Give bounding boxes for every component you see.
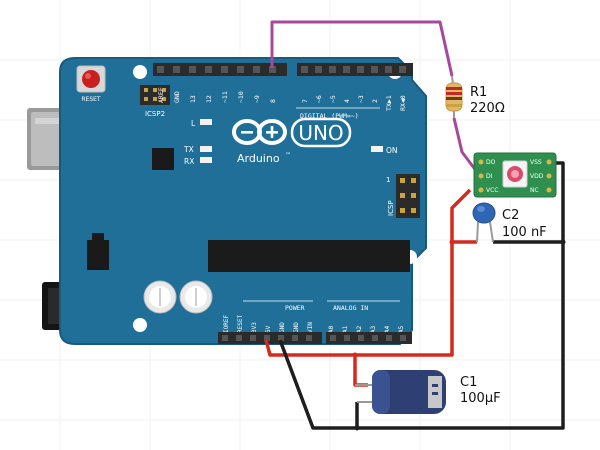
icsp-header: [396, 174, 420, 218]
pin-label-a2: A2: [356, 325, 363, 333]
power-label: POWER: [285, 304, 305, 312]
pin-label-gnd-top: GND: [173, 91, 181, 103]
arduino-board: [59, 57, 427, 345]
led-pin-nc: NC: [530, 187, 539, 194]
onboard-capacitor-1: [143, 280, 177, 314]
on-led: [371, 146, 383, 152]
pin-label-8: 8: [269, 99, 277, 103]
analog-label: ANALOG IN: [333, 304, 368, 312]
status-leds: [200, 119, 212, 163]
r1-value: 220Ω: [470, 101, 505, 116]
led-pin-vcc: VCC: [486, 187, 498, 194]
pin-label-reset: RESET: [237, 315, 244, 333]
pin-label-13: 13: [189, 95, 197, 103]
on-label: ON: [386, 146, 398, 155]
voltage-regulator: [87, 233, 109, 270]
usb-chip: [152, 148, 174, 170]
bottom-pin-labels: IOREF RESET 3V3 5V GND GND VIN A0 A1 A2 …: [223, 315, 405, 333]
pin-label-5: ~5: [329, 95, 337, 103]
pin-label-a3: A3: [370, 325, 377, 333]
pin-label-a1: A1: [342, 325, 349, 333]
arduino-logo-icon: [232, 119, 287, 145]
capacitor-c2: [472, 202, 496, 243]
pin-label-a4: A4: [384, 325, 391, 333]
c1-value: 100μF: [460, 391, 501, 406]
reset-label: RESET: [81, 96, 101, 103]
pin-label-9: ~9: [253, 95, 261, 103]
led-pin-di: DI: [486, 173, 493, 180]
pin-label-gnd-2: GND: [293, 322, 300, 333]
pin-label-vin: VIN: [307, 322, 314, 333]
pin-label-a0: A0: [328, 325, 335, 333]
trademark-label: ™: [285, 152, 291, 159]
pin-label-gnd-1: GND: [279, 322, 286, 333]
c2-name: C2: [502, 208, 519, 223]
brand-label: Arduino: [237, 152, 280, 165]
icsp2-label: ICSP2: [145, 110, 165, 118]
digital-header-right: [297, 63, 413, 76]
pin-label-11: ~11: [221, 91, 229, 103]
icsp-one-label: 1: [386, 176, 390, 184]
top-pin-labels: AREF GND 13 12 ~11 ~10 ~9 8 7 ~6 ~5 4 ~3…: [157, 87, 407, 111]
onboard-capacitor-2: [179, 280, 213, 314]
pin-label-3: ~3: [357, 95, 365, 103]
uno-badge: [290, 117, 352, 148]
resistor-r1: [445, 75, 463, 118]
pin-label-tx1: TX▶1: [385, 95, 393, 111]
tx-label: TX: [183, 145, 194, 154]
uno-label: UNO: [298, 121, 343, 145]
pin-label-rx0: RX◀0: [399, 95, 407, 111]
led-pin-do: DO: [486, 159, 496, 166]
r1-name: R1: [470, 85, 487, 100]
wire-junctions: [352, 239, 566, 431]
c1-name: C1: [460, 375, 477, 390]
analog-header: [326, 332, 412, 344]
pin-label-7: 7: [301, 99, 309, 103]
pin-label-3v3: 3V3: [251, 322, 258, 333]
pin-label-12: 12: [205, 95, 213, 103]
ground-wire: [278, 161, 565, 430]
reset-button: [76, 65, 106, 93]
pin-label-ioref: IOREF: [223, 315, 230, 333]
pin-label-4: 4: [343, 99, 351, 103]
icsp-label: ICSP: [387, 200, 395, 216]
pin-label-5v: 5V: [265, 325, 272, 333]
capacitor-c1: [355, 370, 446, 414]
led-pin-vss: VSS: [530, 159, 542, 166]
atmega-chip: [208, 240, 410, 272]
icsp2-header: [140, 85, 170, 105]
c2-value: 100 nF: [502, 225, 547, 240]
pin-label-2: 2: [371, 99, 379, 103]
digital-label: DIGITAL (PWM=~): [300, 112, 359, 120]
pin-label-6: ~6: [315, 95, 323, 103]
power-header: [218, 332, 322, 344]
pin-label-10: ~10: [237, 91, 245, 103]
pin-label-aref: AREF: [157, 87, 165, 103]
rgb-led-module: [473, 152, 557, 198]
pin-label-a5: A5: [398, 325, 405, 333]
l-label: L: [191, 119, 196, 128]
led-pin-vdd: VDD: [530, 173, 544, 180]
rx-label: RX: [184, 157, 194, 166]
digital-header-left: [153, 63, 287, 76]
